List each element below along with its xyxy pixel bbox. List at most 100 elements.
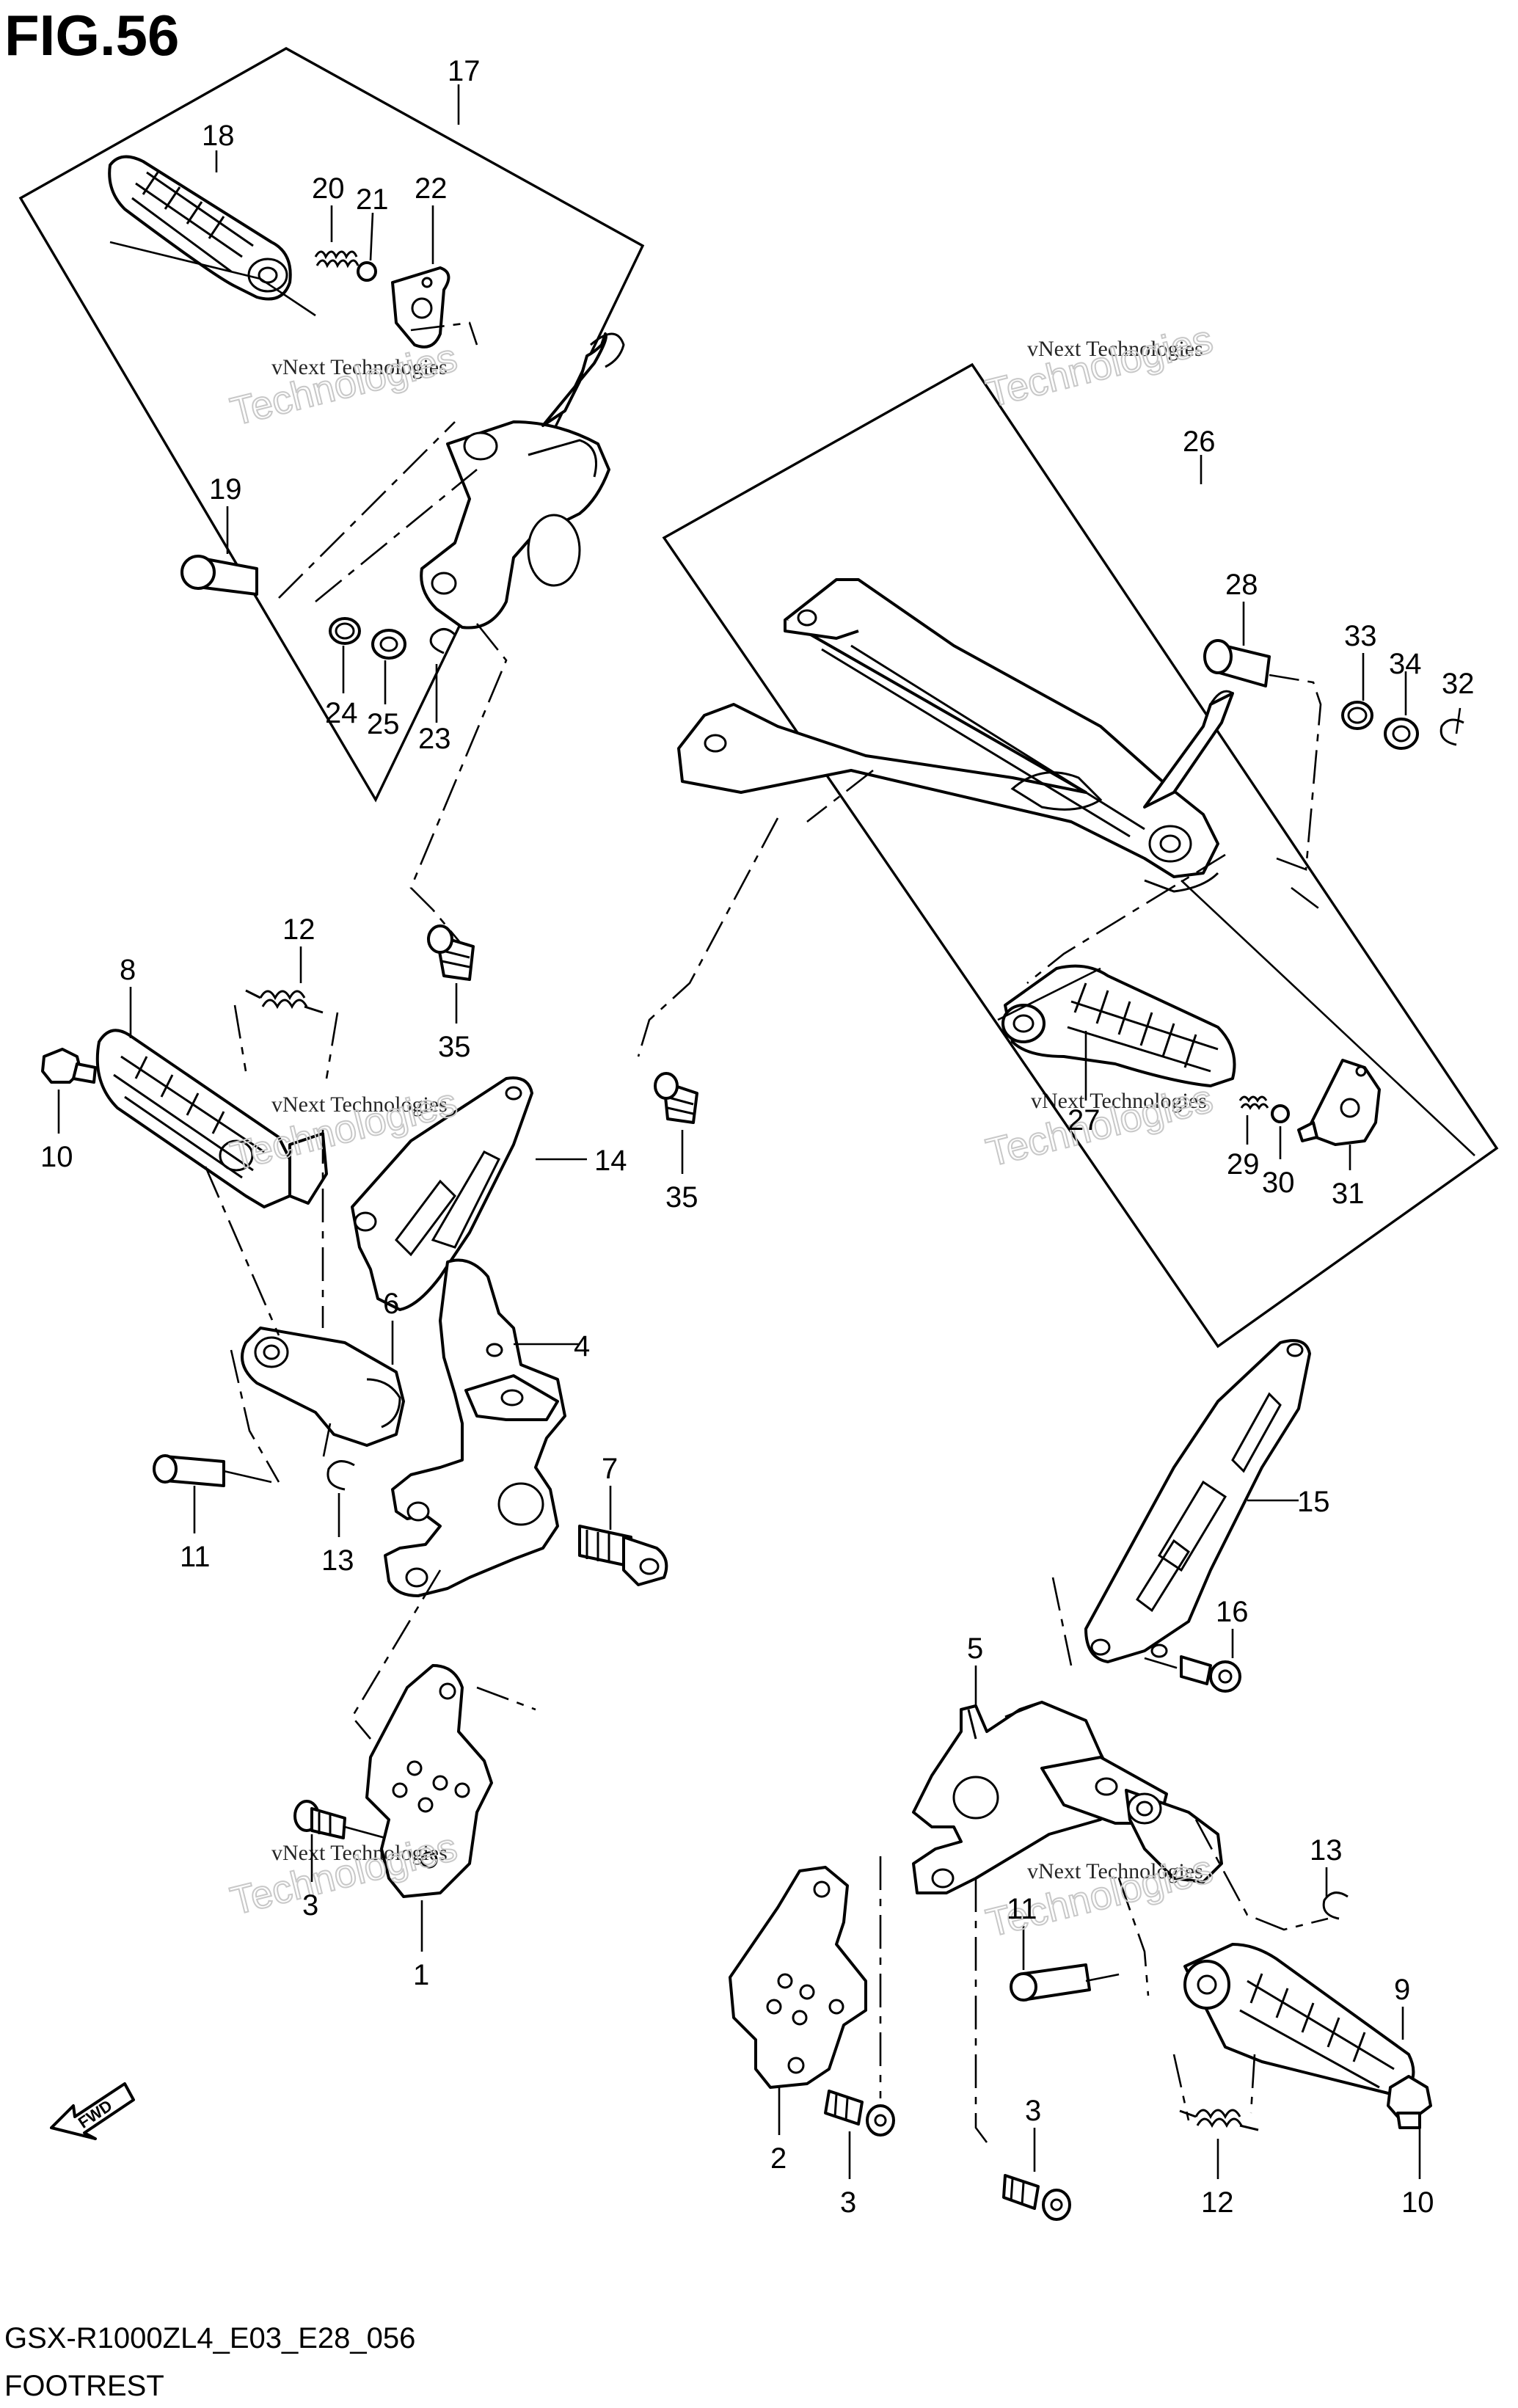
bolt-3-right <box>1002 2174 1071 2221</box>
leader-21 <box>369 212 374 261</box>
watermark-text: vNext Technologies <box>271 1841 448 1865</box>
callout-15: 15 <box>1297 1486 1330 1518</box>
pin-19 <box>180 555 258 596</box>
watermark-big: Technologies <box>226 1825 461 1923</box>
callout-30: 30 <box>1262 1167 1295 1199</box>
clip-13-right <box>1322 1891 1349 1920</box>
callout-21: 21 <box>356 183 389 216</box>
pin-11-right <box>1010 1963 1091 2002</box>
plate-31 <box>1297 1059 1381 1146</box>
footpeg-holder <box>420 332 625 630</box>
bolt-16 <box>1180 1655 1241 1693</box>
phantom-26 <box>1026 674 1322 985</box>
callout-18: 18 <box>202 120 235 152</box>
spring-20 <box>314 250 360 269</box>
footpeg-27 <box>1001 964 1236 1087</box>
phantom-12b <box>1172 2054 1256 2121</box>
spring-12-right <box>1179 2109 1259 2131</box>
heel-guard-15 <box>1084 1339 1311 1663</box>
ball-21 <box>357 261 377 282</box>
callout-3-mid: 3 <box>840 2186 856 2219</box>
callout-35-right: 35 <box>665 1181 698 1214</box>
phantom-1 <box>351 1569 536 1740</box>
phantom-13b <box>1194 1819 1329 1931</box>
clip-13-left <box>326 1460 355 1491</box>
callout-20: 20 <box>312 172 345 205</box>
callout-12-right: 12 <box>1201 2186 1234 2219</box>
callout-10-right: 10 <box>1401 2186 1434 2219</box>
watermark-big: Technologies <box>226 335 461 434</box>
plate-22 <box>391 266 450 349</box>
washer-24 <box>329 617 361 645</box>
watermark-text: vNext Technologies <box>1031 1089 1207 1113</box>
rear-footrest-bracket-26 <box>677 578 1234 893</box>
footrest-plate-1 <box>365 1664 493 1898</box>
callout-34: 34 <box>1389 648 1422 680</box>
pivot-right <box>1125 1789 1223 1883</box>
clip-23 <box>429 628 456 654</box>
phantom-35b <box>637 769 874 1057</box>
callout-27: 27 <box>1068 1104 1101 1136</box>
callout-11-right: 11 <box>1007 1893 1037 1925</box>
footrest-plate-2 <box>729 1866 867 2089</box>
bolt-7 <box>578 1525 668 1586</box>
bolt-35-right <box>654 1072 698 1124</box>
phantom-12a <box>233 1004 339 1079</box>
figure-title: FIG.56 <box>4 3 179 68</box>
washer-24-bore <box>335 622 355 640</box>
callout-11-left: 11 <box>180 1541 211 1573</box>
pivot-6 <box>241 1327 405 1447</box>
spring-12-left <box>245 989 324 1014</box>
footpeg-18 <box>108 155 292 301</box>
clip-32 <box>1439 718 1464 746</box>
fwd-arrow-icon: FWD <box>50 2082 135 2140</box>
watermark-text: vNext Technologies <box>271 1092 448 1117</box>
callout-2: 2 <box>770 2142 787 2175</box>
callout-17: 17 <box>448 55 481 87</box>
heel-guard-14 <box>351 1076 533 1311</box>
callout-6: 6 <box>383 1288 399 1320</box>
watermark-text: vNext Technologies <box>1027 337 1203 361</box>
footpeg-holder-4 <box>384 1258 566 1597</box>
callout-31: 31 <box>1332 1178 1365 1210</box>
phantom-35a <box>409 623 508 955</box>
callout-28: 28 <box>1225 569 1258 601</box>
callout-19: 19 <box>209 473 242 506</box>
callout-13-right: 13 <box>1310 1834 1343 1867</box>
callout-13-left: 13 <box>321 1544 354 1577</box>
callout-32: 32 <box>1442 668 1475 700</box>
washer-25 <box>371 629 406 660</box>
footpeg-9 <box>1183 1943 1415 2096</box>
callout-10-left: 10 <box>40 1141 73 1173</box>
callout-7: 7 <box>602 1453 618 1485</box>
assembly-box-17 <box>18 47 645 803</box>
callout-3-right: 3 <box>1025 2095 1041 2127</box>
callout-26: 26 <box>1183 426 1216 458</box>
callout-8: 8 <box>120 954 136 986</box>
washer-34 <box>1384 718 1419 750</box>
phantom-15 <box>1051 1577 1182 1671</box>
section-name: FOOTREST <box>4 2370 164 2402</box>
leader-18-axis <box>109 241 316 317</box>
adjuster-10-left <box>41 1048 97 1084</box>
ball-30 <box>1271 1104 1290 1123</box>
adjuster-10-right <box>1387 2075 1432 2129</box>
model-code: GSX-R1000ZL4_E03_E28_056 <box>4 2322 415 2354</box>
callout-12-left: 12 <box>282 913 315 946</box>
washer-25-bore <box>379 636 398 652</box>
callout-25: 25 <box>367 708 400 740</box>
watermark-text: vNext Technologies <box>1027 1859 1203 1883</box>
watermark-text: vNext Technologies <box>271 355 448 379</box>
assembly-box-26 <box>662 362 1499 1349</box>
leader-3a-axis <box>344 1825 386 1839</box>
washer-34-bore <box>1392 725 1411 743</box>
watermark-big: Technologies <box>982 317 1216 415</box>
callout-29: 29 <box>1227 1148 1260 1181</box>
callout-23: 23 <box>418 723 451 755</box>
callout-1: 1 <box>413 1959 429 1991</box>
footpeg-8 <box>95 1029 328 1208</box>
leader-32 <box>1455 707 1462 734</box>
pin-11-left <box>153 1454 225 1487</box>
callout-labels: 17 18 20 21 22 19 24 25 23 35 26 28 33 3… <box>40 55 1475 2219</box>
callout-4: 4 <box>574 1330 590 1362</box>
